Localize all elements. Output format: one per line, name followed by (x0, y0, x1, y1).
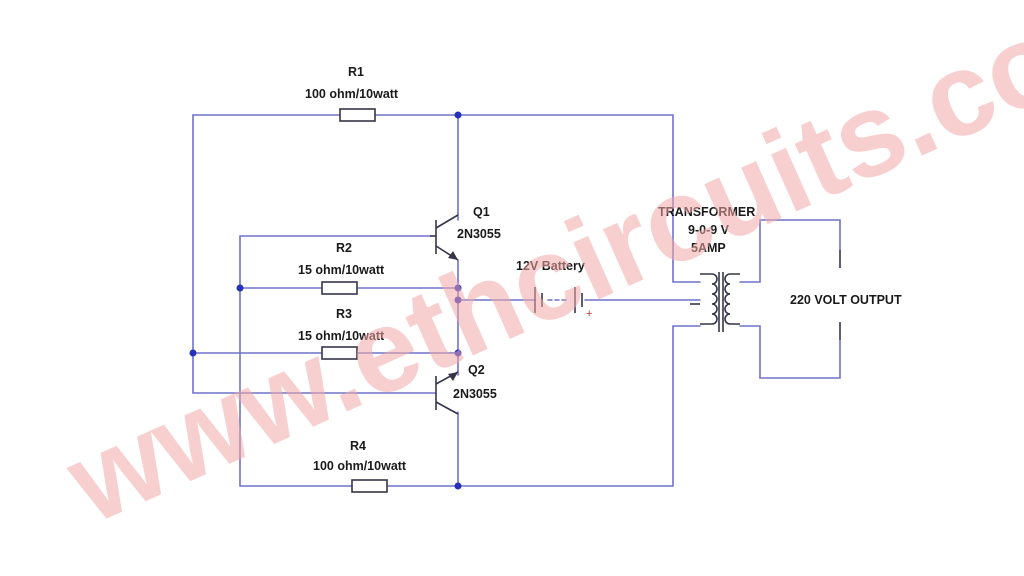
q2-name: Q2 (468, 363, 485, 377)
q1-part: 2N3055 (457, 227, 501, 241)
q2-part: 2N3055 (453, 387, 497, 401)
transistor-q1 (430, 214, 459, 261)
resistor-r2 (321, 281, 358, 295)
r4-name: R4 (350, 439, 366, 453)
r3-name: R3 (336, 307, 352, 321)
wires (192, 114, 841, 487)
output-label: 220 VOLT OUTPUT (790, 293, 902, 307)
r2-name: R2 (336, 241, 352, 255)
r2-value: 15 ohm/10watt (298, 263, 385, 277)
r1-value: 100 ohm/10watt (305, 87, 399, 101)
battery-symbol: + (534, 287, 592, 320)
transformer-label-line1: TRANSFORMER (658, 205, 755, 219)
junction-dots (189, 111, 462, 490)
transformer-label-line3: 5AMP (691, 241, 726, 255)
transistor-q2 (435, 371, 459, 415)
watermark-text: www.ethcircuits.com (48, 0, 1024, 549)
transformer-symbol (690, 272, 740, 332)
battery-label: 12V Battery (516, 259, 585, 273)
resistor-r1 (339, 108, 376, 122)
q1-name: Q1 (473, 205, 490, 219)
resistor-r4 (351, 479, 388, 493)
battery-plus-sign: + (586, 308, 592, 320)
r1-name: R1 (348, 65, 364, 79)
r4-value: 100 ohm/10watt (313, 459, 407, 473)
r3-value: 15 ohm/10watt (298, 329, 385, 343)
resistor-r3 (321, 346, 358, 360)
transformer-label-line2: 9-0-9 V (688, 223, 730, 237)
